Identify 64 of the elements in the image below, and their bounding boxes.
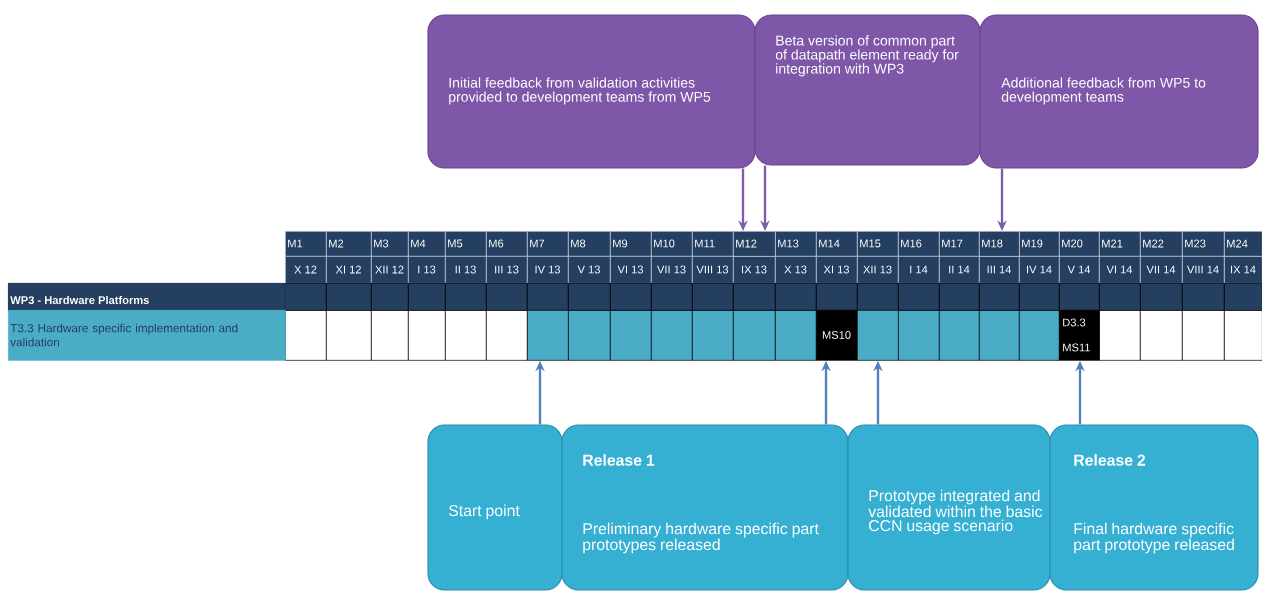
table-cell: M15 (857, 231, 899, 257)
table-cell: XII 13 (857, 256, 899, 284)
gantt-bar-cell (527, 310, 569, 361)
table-cell: I 14 (898, 256, 940, 284)
table-cell: M21 (1099, 231, 1141, 257)
callout-box: Prototype integrated and validated within the basic CCN usage scenario (847, 424, 1051, 591)
table-cell: III 14 (979, 256, 1020, 284)
table-cell: IV 13 (527, 256, 569, 284)
table-cell: VII 13 (651, 256, 693, 284)
table-cell: D3.3 MS11 (1059, 310, 1100, 361)
table-cell: M2 (326, 231, 372, 257)
table-cell: M3 (371, 231, 409, 257)
node-label: Start point (448, 504, 520, 520)
table-cell: VII 14 (1140, 256, 1183, 284)
table-cell: T3.3 Hardware specific implementation and validation (8, 310, 286, 361)
table-cell: VI 14 (1099, 256, 1141, 284)
table-cell: M12 (733, 231, 776, 257)
table-cell: VIII 14 (1182, 256, 1225, 284)
table-cell: M8 (568, 231, 611, 257)
table-cell: VIII 13 (692, 256, 734, 284)
table-cell: M6 (486, 231, 528, 257)
node-label: Prototype integrated and validated within the basic CCN usage scenario (868, 489, 1043, 535)
callout-box: Additional feedback from WP5 to development teams (979, 14, 1259, 169)
table-cell: M22 (1140, 231, 1183, 257)
table-cell: M9 (610, 231, 652, 257)
table-cell: II 13 (445, 256, 487, 284)
table-cell: II 14 (939, 256, 980, 284)
table-cell: III 13 (486, 256, 528, 284)
table-cell: V 13 (568, 256, 611, 284)
table-cell: M10 (651, 231, 693, 257)
table-cell: M20 (1059, 231, 1100, 257)
table-cell: I 13 (408, 256, 446, 284)
table-cell: M7 (527, 231, 569, 257)
callout-box: Start point (427, 424, 563, 591)
table-cell: XII 12 (371, 256, 409, 284)
table-cell: M5 (445, 231, 487, 257)
table-cell: M18 (979, 231, 1020, 257)
table-cell: M16 (898, 231, 940, 257)
table-cell: IV 14 (1019, 256, 1060, 284)
node-label: Preliminary hardware specific part prototypes released (583, 522, 819, 554)
callout-box: Release 1 Preliminary hardware specific part prototypes released (561, 424, 849, 591)
table-cell: M23 (1182, 231, 1225, 257)
table-cell: X 13 (775, 256, 817, 284)
table-cell: V 14 (1059, 256, 1100, 284)
gantt-bar-cell (857, 310, 899, 361)
table-cell: M11 (692, 231, 734, 257)
table-cell: IX 13 (733, 256, 776, 284)
table-cell: XI 12 (326, 256, 372, 284)
table-cell: M19 (1019, 231, 1060, 257)
table-cell: IX 14 (1224, 256, 1262, 284)
node-label: Release 1 (583, 454, 655, 466)
table-cell: XI 13 (816, 256, 858, 284)
callout-box: Initial feedback from validation activities provided to development teams from WP5 (427, 14, 756, 169)
table-cell: M13 (775, 231, 817, 257)
table-cell: MS10 (816, 310, 858, 361)
table-cell: VI 13 (610, 256, 652, 284)
table-cell: M24 (1224, 231, 1262, 257)
table-cell: M1 (285, 231, 327, 257)
table-cell: X 12 (285, 256, 327, 284)
table-cell: M17 (939, 231, 980, 257)
callout-box: Release 2 Final hardware specific part prototype released (1049, 424, 1259, 591)
callout-box: Beta version of common part of datapath element ready for integration with WP3 (754, 14, 981, 166)
table-cell: M14 (816, 231, 858, 257)
table-cell: M4 (408, 231, 446, 257)
